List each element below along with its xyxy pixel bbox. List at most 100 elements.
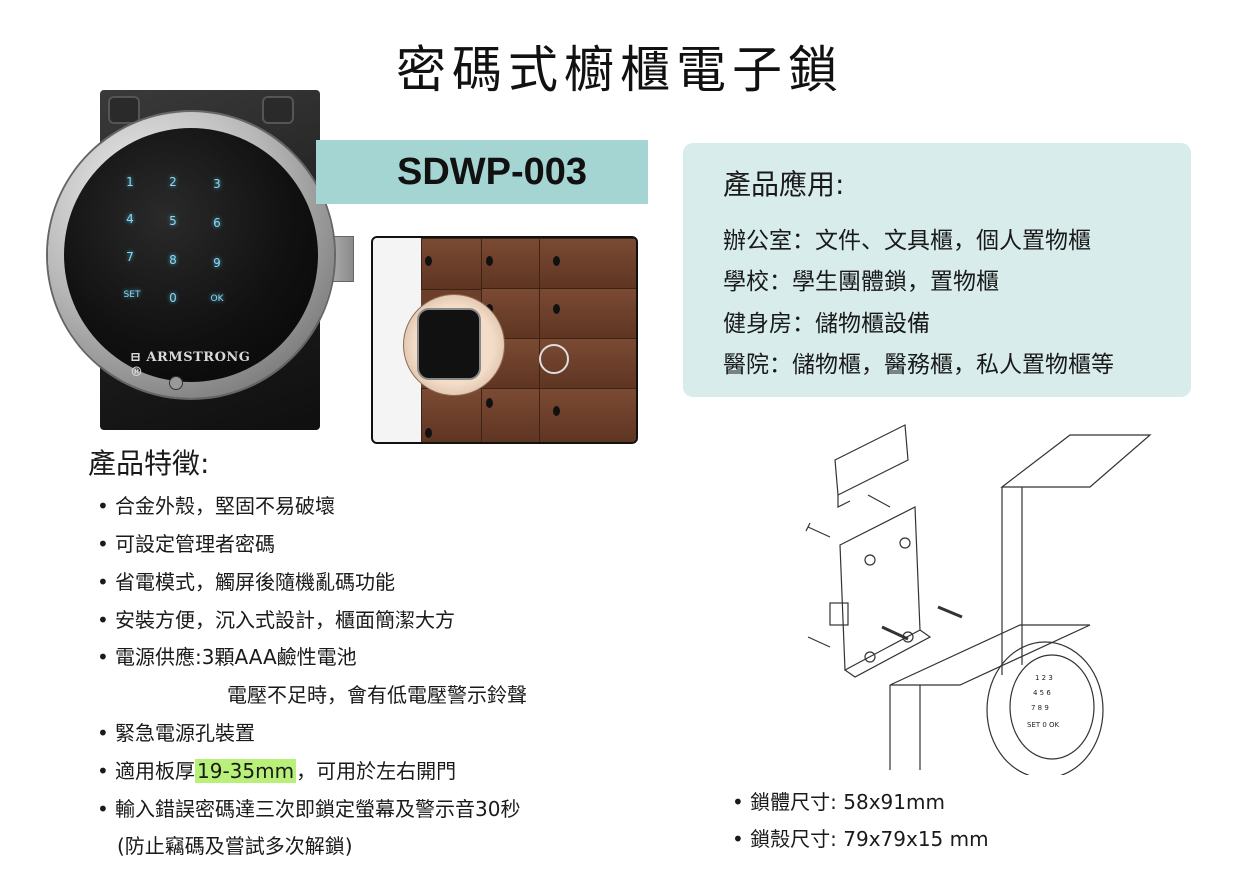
lock-position-marker xyxy=(539,344,569,374)
feature-item: •合金外殼，堅固不易破壞 xyxy=(97,490,335,519)
key-8: 8 xyxy=(169,253,177,267)
drawer xyxy=(539,388,636,442)
drawer xyxy=(421,238,483,290)
mount-hole xyxy=(864,651,876,663)
latch xyxy=(829,602,849,626)
feature-text: 緊急電源孔裝置 xyxy=(115,721,255,745)
brand-icon: ⊟ xyxy=(130,350,147,365)
mount-tab-left xyxy=(108,96,140,124)
key-1: 1 xyxy=(126,175,134,189)
bullet: • xyxy=(97,797,109,821)
feature-item: •電源供應:3顆AAA鹼性電池 xyxy=(97,641,357,670)
bullet: • xyxy=(97,608,109,632)
feature-item: •緊急電源孔裝置 xyxy=(97,717,255,746)
bullet: • xyxy=(97,532,109,556)
cabinet-hole xyxy=(486,256,493,266)
cabinet-hole xyxy=(553,406,560,416)
feature-text: 可設定管理者密碼 xyxy=(115,532,275,556)
feature-item: •安裝方便，沉入式設計，櫃面簡潔大方 xyxy=(97,604,455,633)
mount-hole xyxy=(899,537,911,549)
diagram-key: 7 8 9 xyxy=(1031,704,1049,712)
cover-plate xyxy=(834,424,909,496)
brand-logo: ⊟ ARMSTRONG ® xyxy=(130,350,260,380)
feature-item: •可設定管理者密碼 xyxy=(97,528,275,557)
registered-mark: ® xyxy=(130,365,144,380)
cabinet-hole xyxy=(486,398,493,408)
screw xyxy=(867,494,891,508)
thickness-prefix: 適用板厚 xyxy=(115,759,195,783)
bullet: • xyxy=(97,645,109,669)
power-note: 電壓不足時，會有低電壓警示鈴聲 xyxy=(227,683,527,707)
key-2: 2 xyxy=(169,175,177,189)
key-5: 5 xyxy=(169,214,177,228)
lock-case-side xyxy=(844,629,932,678)
bullet: • xyxy=(732,790,744,814)
bullet: • xyxy=(97,759,109,783)
key-set: SET xyxy=(123,290,141,300)
diagram-key: 1 2 3 xyxy=(1035,674,1053,682)
key-6: 6 xyxy=(213,216,221,230)
emergency-power-hole xyxy=(169,376,183,390)
screw xyxy=(805,522,831,538)
feature-text: 安裝方便，沉入式設計，櫃面簡潔大方 xyxy=(115,608,455,632)
bullet: • xyxy=(97,721,109,745)
application-item: 學校：學生團體鎖，置物櫃 xyxy=(723,269,999,295)
bullet: • xyxy=(732,827,744,851)
mini-keypad xyxy=(417,308,481,380)
spec-text: 鎖體尺寸: 58x91mm xyxy=(750,790,945,814)
mount-hole xyxy=(864,554,876,566)
cabinet-hole xyxy=(425,428,432,438)
applications-panel xyxy=(683,143,1191,397)
drawer xyxy=(481,388,541,442)
cabinet-hole xyxy=(425,256,432,266)
feature-text: 輸入錯誤密碼達三次即鎖定螢幕及警示音30秒 xyxy=(115,797,521,821)
feature-item: •省電模式，觸屏後隨機亂碼功能 xyxy=(97,566,395,595)
keypad-disc xyxy=(986,641,1104,775)
application-item: 醫院：儲物櫃，醫務櫃，私人置物櫃等 xyxy=(723,352,1114,378)
feature-text: 電源供應:3顆AAA鹼性電池 xyxy=(115,645,357,669)
bolt xyxy=(881,605,963,641)
wrong-code-note: (防止竊碼及嘗試多次解鎖) xyxy=(117,834,353,858)
bullet: • xyxy=(97,570,109,594)
application-item: 辦公室：文件、文具櫃，個人置物櫃 xyxy=(723,228,1091,254)
page-title: 密碼式櫥櫃電子鎖 xyxy=(396,41,844,99)
applications-heading: 產品應用: xyxy=(723,168,845,201)
model-banner xyxy=(316,140,648,204)
cabinet-hole xyxy=(553,256,560,266)
diagram-key: SET 0 OK xyxy=(1027,721,1060,729)
thickness-suffix: ，可用於左右開門 xyxy=(296,759,457,783)
key-0: 0 xyxy=(169,291,177,305)
brand-name: ARMSTRONG xyxy=(146,350,251,365)
key-7: 7 xyxy=(126,250,134,264)
screw xyxy=(807,636,831,648)
feature-text: 合金外殼，堅固不易破壞 xyxy=(115,494,335,518)
key-ok: OK xyxy=(210,294,224,304)
lock-keypad-face xyxy=(64,128,318,382)
diagram-key: 4 5 6 xyxy=(1033,689,1051,697)
board-top xyxy=(1000,434,1152,488)
feature-item: •輸入錯誤密碼達三次即鎖定螢幕及警示音30秒 xyxy=(97,793,520,822)
spec-item: • 鎖殼尺寸: 79x79x15 mm xyxy=(732,823,989,852)
cover-plate-tab xyxy=(837,495,851,508)
board-leg xyxy=(889,685,921,770)
application-item: 健身房：儲物櫃設備 xyxy=(723,311,930,337)
features-heading: 產品特徵: xyxy=(88,447,210,480)
spec-item: • 鎖體尺寸: 58x91mm xyxy=(732,786,945,815)
installation-diagram: 1 2 3 4 5 6 7 8 9 SET 0 OK xyxy=(805,424,1152,775)
keypad-face xyxy=(1009,654,1095,760)
thickness-highlight: 19-35mm xyxy=(195,759,297,783)
installation-photo xyxy=(371,236,638,444)
spec-text: 鎖殼尺寸: 79x79x15 mm xyxy=(750,827,989,851)
lock-case xyxy=(839,506,921,671)
cabinet-hole xyxy=(553,304,560,314)
board-edge xyxy=(1001,487,1023,675)
feature-text: 省電模式，觸屏後隨機亂碼功能 xyxy=(115,570,395,594)
model-number: SDWP-003 xyxy=(396,151,588,193)
key-3: 3 xyxy=(213,177,221,191)
board-shelf xyxy=(889,624,1091,686)
drawer xyxy=(539,288,636,340)
bullet: • xyxy=(97,494,109,518)
key-9: 9 xyxy=(213,256,221,270)
key-4: 4 xyxy=(126,212,134,226)
